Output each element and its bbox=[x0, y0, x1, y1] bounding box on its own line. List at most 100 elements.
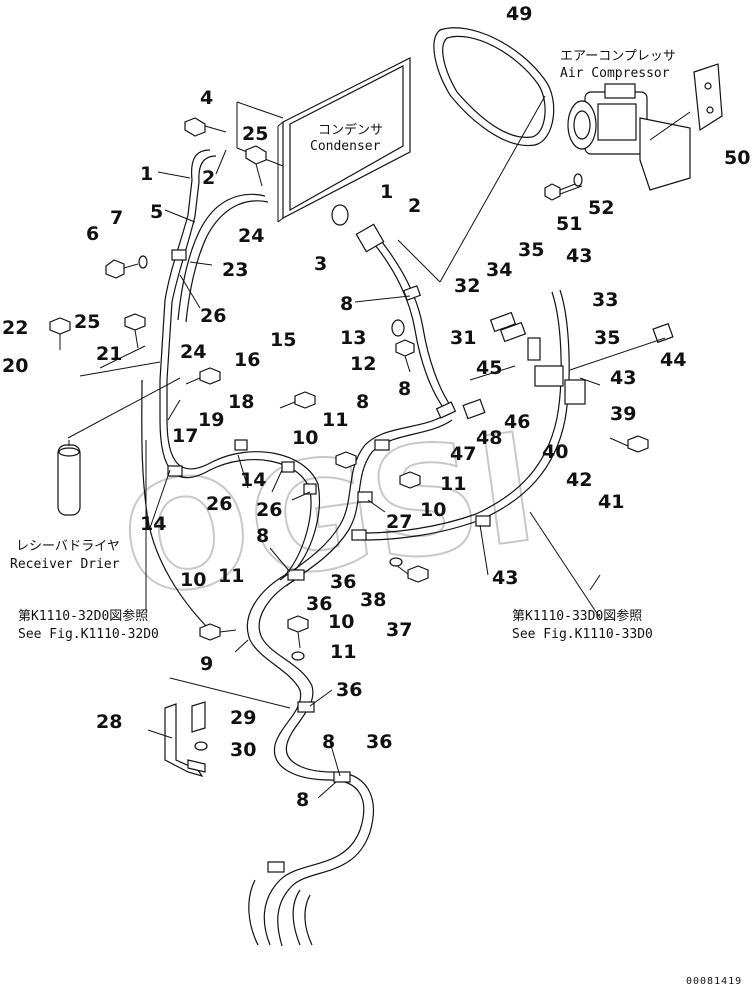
bolt-51 bbox=[544, 173, 583, 201]
ref-fig-33d0-jp: 第K1110-33D0図参照 bbox=[512, 608, 642, 624]
callout-4: 4 bbox=[200, 87, 213, 109]
condenser bbox=[236, 57, 411, 223]
callout-36: 36 bbox=[330, 571, 356, 593]
callout-1: 1 bbox=[380, 181, 393, 203]
callout-15: 15 bbox=[270, 329, 296, 351]
callout-43: 43 bbox=[492, 567, 518, 589]
callout-2: 2 bbox=[408, 195, 421, 217]
callout-37: 37 bbox=[386, 619, 412, 641]
callout-20: 20 bbox=[2, 355, 28, 377]
callout-42: 42 bbox=[566, 469, 592, 491]
callout-2: 2 bbox=[202, 167, 215, 189]
callout-22: 22 bbox=[2, 317, 28, 339]
callout-5: 5 bbox=[150, 201, 163, 223]
callout-41: 41 bbox=[598, 491, 624, 513]
callout-8: 8 bbox=[356, 391, 369, 413]
hoses bbox=[141, 149, 570, 947]
callout-35: 35 bbox=[594, 327, 620, 349]
leader-lines bbox=[67, 95, 691, 799]
callout-31: 31 bbox=[450, 327, 476, 349]
callout-32: 32 bbox=[454, 275, 480, 297]
callout-50: 50 bbox=[724, 147, 750, 169]
callout-9: 9 bbox=[200, 653, 213, 675]
callout-51: 51 bbox=[556, 213, 582, 235]
callout-8: 8 bbox=[256, 525, 269, 547]
callout-18: 18 bbox=[228, 391, 254, 413]
drier-caption-jp: レシーバドライヤ bbox=[16, 539, 120, 554]
callout-33: 33 bbox=[592, 289, 618, 311]
callout-19: 19 bbox=[198, 409, 224, 431]
callout-36: 36 bbox=[366, 731, 392, 753]
callout-24: 24 bbox=[180, 341, 206, 363]
callout-36: 36 bbox=[336, 679, 362, 701]
callout-39: 39 bbox=[610, 403, 636, 425]
callout-30: 30 bbox=[230, 739, 256, 761]
callout-14: 14 bbox=[240, 469, 266, 491]
callout-25: 25 bbox=[74, 311, 100, 333]
callout-10: 10 bbox=[292, 427, 318, 449]
ref-fig-32d0-en: See Fig.K1110-32D0 bbox=[18, 627, 159, 642]
callout-46: 46 bbox=[504, 411, 530, 433]
callout-34: 34 bbox=[486, 259, 512, 281]
callout-11: 11 bbox=[322, 409, 348, 431]
callout-11: 11 bbox=[440, 473, 466, 495]
callout-26: 26 bbox=[200, 305, 226, 327]
callout-36: 36 bbox=[306, 593, 332, 615]
callout-10: 10 bbox=[420, 499, 446, 521]
callout-26: 26 bbox=[256, 499, 282, 521]
callout-47: 47 bbox=[450, 443, 476, 465]
callout-8: 8 bbox=[340, 293, 353, 315]
air-compressor bbox=[567, 63, 723, 191]
callout-35: 35 bbox=[518, 239, 544, 261]
ref-fig-32d0-jp: 第K1110-32D0図参照 bbox=[18, 608, 148, 624]
callout-10: 10 bbox=[328, 611, 354, 633]
callout-12: 12 bbox=[350, 353, 376, 375]
callout-23: 23 bbox=[222, 259, 248, 281]
callout-11: 11 bbox=[330, 641, 356, 663]
compressor-belt bbox=[433, 27, 555, 147]
captions: コンデンサ Condenser エアーコンプレッサ Air Compressor… bbox=[10, 49, 742, 987]
compressor-caption-jp: エアーコンプレッサ bbox=[560, 49, 676, 64]
callout-16: 16 bbox=[234, 349, 260, 371]
callout-45: 45 bbox=[476, 357, 502, 379]
callout-28: 28 bbox=[96, 711, 122, 733]
callout-17: 17 bbox=[172, 425, 198, 447]
callout-26: 26 bbox=[206, 493, 232, 515]
callout-48: 48 bbox=[476, 427, 502, 449]
condenser-caption-jp: コンデンサ bbox=[318, 122, 383, 138]
callout-8: 8 bbox=[322, 731, 335, 753]
callout-43: 43 bbox=[566, 245, 592, 267]
callout-27: 27 bbox=[386, 511, 412, 533]
callout-14: 14 bbox=[140, 513, 166, 535]
bracket-28 bbox=[164, 701, 208, 778]
callout-52: 52 bbox=[588, 197, 614, 219]
compressor-caption-en: Air Compressor bbox=[560, 66, 670, 81]
callout-8: 8 bbox=[398, 378, 411, 400]
callout-43: 43 bbox=[610, 367, 636, 389]
hose-clamps bbox=[167, 249, 491, 873]
fittings bbox=[49, 117, 674, 661]
receiver-drier bbox=[57, 440, 81, 516]
callout-3: 3 bbox=[314, 253, 327, 275]
drier-caption-en: Receiver Drier bbox=[10, 557, 120, 572]
ref-fig-33d0-en: See Fig.K1110-33D0 bbox=[512, 627, 653, 642]
callout-29: 29 bbox=[230, 707, 256, 729]
callout-44: 44 bbox=[660, 349, 686, 371]
callout-49: 49 bbox=[506, 3, 532, 25]
callout-25: 25 bbox=[242, 123, 268, 145]
callout-40: 40 bbox=[542, 441, 568, 463]
callout-7: 7 bbox=[110, 207, 123, 229]
callout-labels: 1 1 2 2 3 4 5 6 7 8 8 8 8 8 8 9 10 10 10… bbox=[2, 3, 750, 811]
callout-24: 24 bbox=[238, 225, 264, 247]
callout-8: 8 bbox=[296, 789, 309, 811]
callout-38: 38 bbox=[360, 589, 386, 611]
callout-1: 1 bbox=[140, 163, 153, 185]
callout-11: 11 bbox=[218, 565, 244, 587]
callout-13: 13 bbox=[340, 327, 366, 349]
callout-21: 21 bbox=[96, 343, 122, 365]
drawing-number: 00081419 bbox=[686, 976, 742, 987]
condenser-caption-en: Condenser bbox=[310, 139, 381, 154]
callout-10: 10 bbox=[180, 569, 206, 591]
callout-6: 6 bbox=[86, 223, 99, 245]
